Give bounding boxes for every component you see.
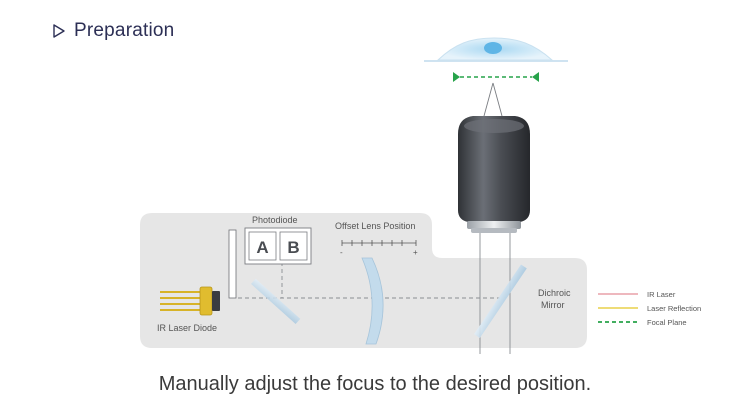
dichroic-mirror — [474, 264, 527, 339]
focus-cone — [483, 82, 503, 117]
scale-minus-label: - — [340, 248, 343, 257]
offset-scale — [341, 240, 417, 246]
play-outline-icon — [53, 24, 65, 38]
caption: Manually adjust the focus to the desired… — [158, 373, 592, 395]
photodiode-label: Photodiode — [252, 215, 298, 225]
photodiode-cell-b: B — [287, 238, 299, 257]
photodiode: A B — [244, 227, 312, 265]
legend: IR Laser Laser Reflection Focal Plane — [598, 290, 701, 327]
beam-splitter — [251, 278, 301, 325]
photodiode-cell-a: A — [256, 238, 268, 257]
dichroic-label-line2: Mirror — [541, 300, 565, 310]
legend-label-laser-reflection: Laser Reflection — [647, 304, 701, 313]
aperture-plate — [228, 229, 237, 299]
ir-laser-diode — [160, 286, 220, 316]
focal-plane-marker — [453, 72, 539, 82]
offset-lens-label: Offset Lens Position — [335, 221, 415, 231]
sample-slide — [424, 37, 568, 62]
dichroic-label-line1: Dichroic — [538, 288, 571, 298]
legend-label-focal-plane: Focal Plane — [647, 318, 687, 327]
laser-diode-label: IR Laser Diode — [157, 323, 217, 333]
scale-plus-label: + — [413, 248, 418, 257]
objective-lens — [458, 116, 530, 233]
section-title: Preparation — [74, 20, 175, 41]
offset-lens — [361, 257, 384, 345]
section-header: Preparation — [52, 20, 174, 42]
legend-label-ir-laser: IR Laser — [647, 290, 676, 299]
